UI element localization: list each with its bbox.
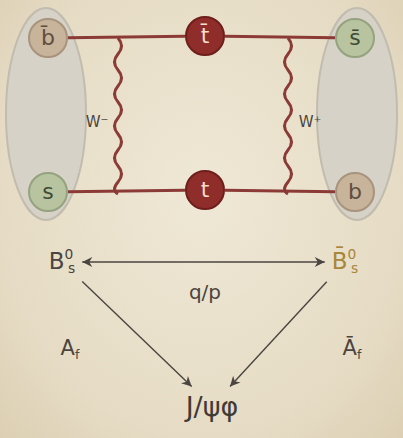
final-state-label: J/ψφ — [182, 390, 243, 423]
amplitude-label: Af — [61, 338, 80, 361]
amplitude-label: q/p — [189, 282, 221, 302]
quark-line — [225, 190, 335, 191]
top-quark-circle: t — [185, 170, 225, 210]
meson-label: B0s — [45, 245, 80, 279]
arrow — [230, 282, 327, 387]
node-text: J/ψφ — [186, 393, 239, 420]
node-text: s̄ — [349, 27, 360, 49]
top-quark-circle: t̄ — [185, 16, 225, 56]
w-boson-wave — [115, 38, 122, 194]
arrow — [82, 281, 191, 386]
quark-circle: s — [28, 172, 68, 212]
boson-label: W⁻ — [86, 115, 109, 130]
node-text: B̄0s — [332, 248, 359, 276]
boson-label: W⁺ — [299, 115, 322, 130]
quark-circle: b̄ — [28, 18, 68, 58]
meson-ellipse — [6, 8, 86, 220]
amplitude-label: Āf — [343, 338, 362, 361]
quark-circle: s̄ — [335, 18, 375, 58]
node-text: t̄ — [201, 25, 210, 47]
quark-circle: b — [335, 172, 375, 212]
arrow — [82, 261, 324, 262]
node-text: b̄ — [41, 27, 55, 49]
meson-ellipse — [317, 8, 397, 220]
node-text: s — [42, 181, 53, 203]
quark-line — [225, 36, 335, 37]
node-text: t — [201, 179, 210, 201]
node-text: b — [348, 181, 362, 203]
quark-line — [68, 36, 185, 37]
quark-line — [68, 190, 185, 191]
w-boson-wave — [285, 38, 292, 194]
meson-label: B̄0s — [328, 245, 363, 279]
node-text: B0s — [49, 248, 76, 276]
